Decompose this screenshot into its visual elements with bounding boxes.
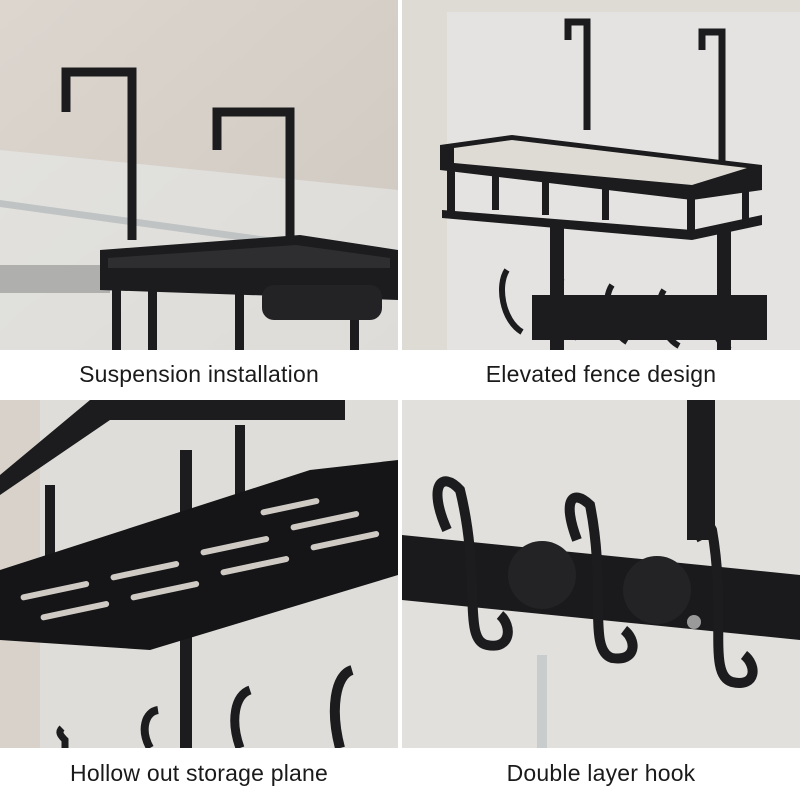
photo-suspension-installation — [0, 0, 398, 350]
caption: Double layer hook — [506, 759, 696, 786]
photo-hollow-out-storage-plane — [0, 400, 398, 748]
photo-double-layer-hook — [402, 400, 800, 748]
caption: Suspension installation — [79, 360, 319, 387]
panel-elevated-fence-design: Elevated fence design — [402, 0, 800, 400]
caption: Hollow out storage plane — [70, 759, 328, 786]
caption: Elevated fence design — [485, 360, 717, 387]
photo-elevated-fence-design — [402, 0, 800, 350]
panel-hollow-out-storage-plane: Hollow out storage plane — [0, 400, 398, 800]
panel-suspension-installation: Suspension installation — [0, 0, 398, 400]
panel-double-layer-hook: Double layer hook — [402, 400, 800, 800]
